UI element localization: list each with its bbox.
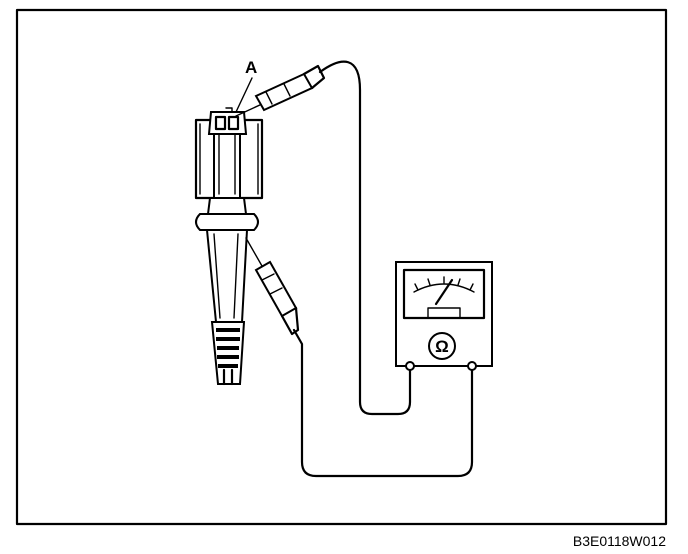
ohm-symbol: Ω bbox=[435, 337, 449, 356]
upper-test-probe-icon bbox=[235, 64, 326, 117]
callout-leader bbox=[235, 77, 253, 113]
callout-label-a: A bbox=[245, 58, 257, 77]
lower-test-lead bbox=[292, 328, 474, 478]
upper-test-lead bbox=[318, 60, 412, 416]
ignition-coil-icon bbox=[194, 107, 264, 386]
figure-code: B3E0118W012 bbox=[573, 533, 666, 549]
lower-test-probe-icon bbox=[245, 237, 300, 336]
diagram-frame bbox=[15, 8, 668, 526]
ohm-symbol-badge bbox=[428, 332, 456, 360]
